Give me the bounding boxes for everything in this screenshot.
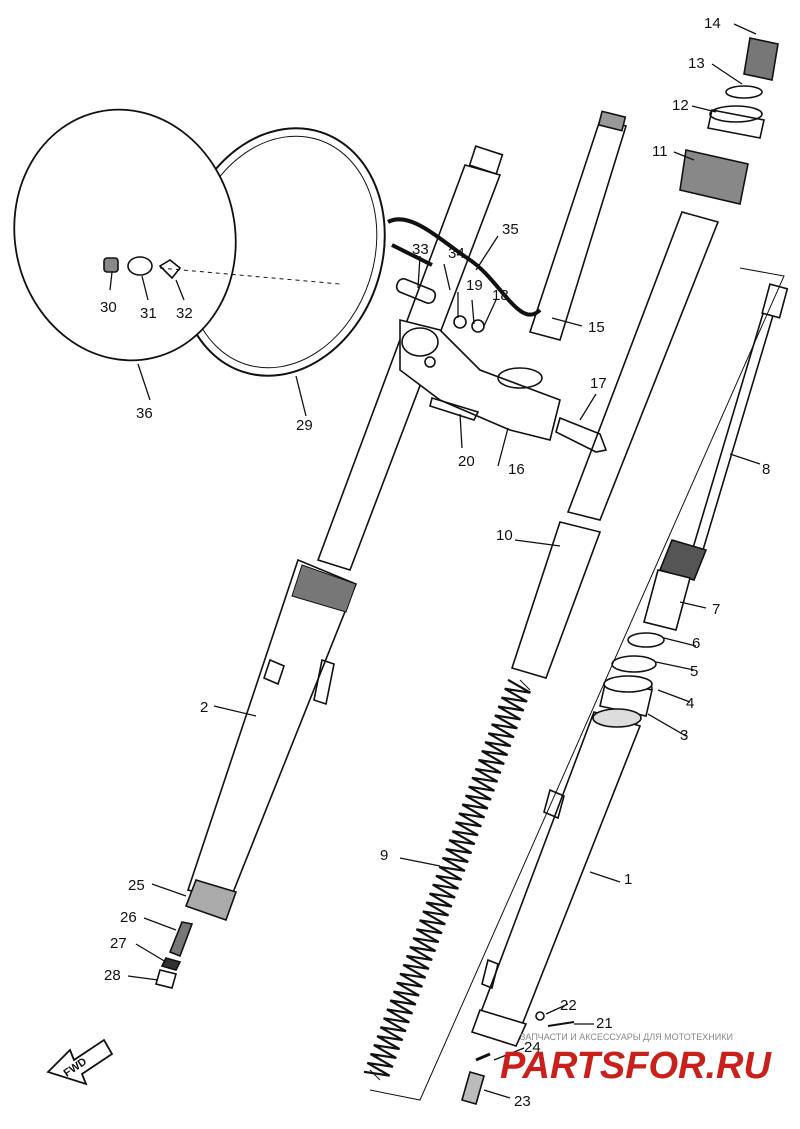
part-label-7: 7 [712, 601, 720, 618]
part-label-14: 14 [704, 15, 721, 32]
bolt-17 [555, 416, 608, 453]
part-label-17: 17 [590, 375, 607, 392]
ring-5 [611, 655, 657, 673]
wire-35 [387, 217, 542, 317]
left-outer-tube-2 [186, 558, 358, 901]
part-label-21: 21 [596, 1015, 613, 1032]
part-label-15: 15 [588, 319, 605, 336]
part-label-3: 3 [680, 727, 688, 744]
spring-9 [369, 679, 531, 1081]
part-label-16: 16 [508, 461, 525, 478]
part-label-24: 24 [524, 1039, 541, 1056]
stud-26 [168, 921, 194, 958]
part-label-9: 9 [380, 847, 388, 864]
part-label-32: 32 [176, 305, 193, 322]
part-label-11: 11 [652, 143, 668, 160]
spacer-10 [510, 521, 602, 679]
leader-lines [109, 23, 761, 1099]
part-label-8: 8 [762, 461, 770, 478]
part-label-34: 34 [448, 245, 465, 262]
part-label-30: 30 [100, 299, 117, 316]
sleeve-7 [643, 569, 691, 631]
nut-32 [158, 259, 182, 280]
cap-14 [743, 37, 779, 81]
part-label-26: 26 [120, 909, 137, 926]
watermark-tagline: ЗАПЧАСТИ И АКСЕССУАРЫ ДЛЯ МОТОТЕХНИКИ [520, 1032, 733, 1042]
part-label-18: 18 [492, 287, 509, 304]
part-label-10: 10 [496, 527, 513, 544]
part-label-4: 4 [686, 695, 694, 712]
washer-31 [127, 256, 153, 276]
part-label-1: 1 [624, 871, 632, 888]
damper-rod-8 [688, 289, 782, 561]
fork-bracket-16 [399, 318, 561, 441]
part-label-12: 12 [672, 97, 689, 114]
gasket-24 [475, 1052, 491, 1062]
screw-30 [103, 257, 119, 273]
part-label-29: 29 [296, 417, 313, 434]
washer-22 [535, 1011, 545, 1021]
holder-12 [707, 109, 765, 139]
part-label-22: 22 [560, 997, 577, 1014]
headlight-lens [13, 108, 237, 362]
part-label-2: 2 [200, 699, 208, 716]
part-label-36: 36 [136, 405, 153, 422]
inner-tube-15 [528, 119, 628, 341]
part-label-5: 5 [690, 663, 698, 680]
part-label-31: 31 [140, 305, 157, 322]
part-label-27: 27 [110, 935, 127, 952]
part-label-33: 33 [412, 241, 429, 258]
part-label-19: 19 [466, 277, 483, 294]
part-label-28: 28 [104, 967, 121, 984]
bolt-23 [461, 1071, 485, 1105]
fwd-arrow-icon [46, 1038, 114, 1086]
part-label-35: 35 [502, 221, 519, 238]
dashed-guide [369, 267, 785, 1101]
right-outer-tube-1 [476, 711, 642, 1031]
spring-coils [363, 678, 531, 1077]
ring-6 [627, 632, 665, 648]
nut-28 [155, 969, 177, 989]
oring-13 [725, 85, 763, 99]
screw-21 [547, 1021, 575, 1027]
watermark-brand: PARTSFOR.RU [500, 1045, 772, 1087]
clamp-33 [395, 278, 437, 304]
part-label-23: 23 [514, 1093, 531, 1110]
part-label-6: 6 [692, 635, 700, 652]
cover-tube [566, 211, 720, 521]
part-label-25: 25 [128, 877, 145, 894]
part-label-13: 13 [688, 55, 705, 72]
part-label-20: 20 [458, 453, 475, 470]
cover-11 [679, 149, 749, 205]
bolt-20 [429, 396, 480, 421]
washer-27 [160, 957, 182, 971]
